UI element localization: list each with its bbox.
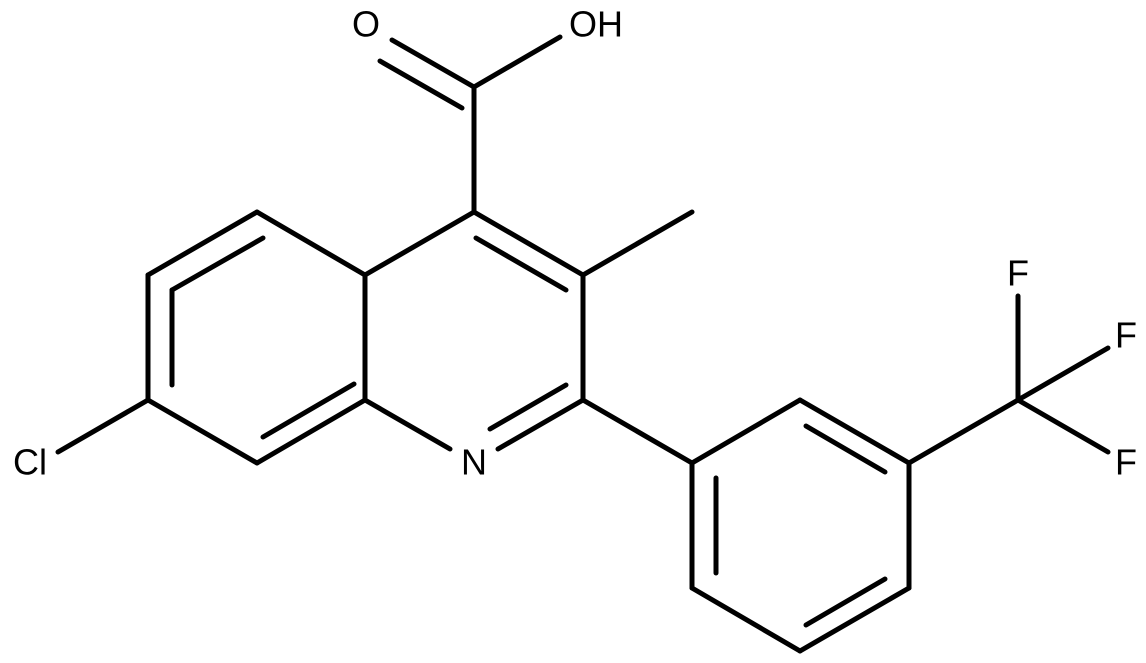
bond-c2-n1 [495, 397, 586, 452]
bond-carboxyl-oxygen [389, 37, 477, 90]
bond-ph5-ph6 [689, 585, 803, 654]
atom-label-layer: Cl N O OH F F F [13, 4, 1137, 483]
atom-fluorine-top: F [1007, 253, 1029, 294]
bond-c5-c6-inner [169, 235, 266, 293]
bond-carboxyl-hydroxyl [471, 34, 563, 90]
bond-c4-c3 [471, 209, 586, 278]
bond-c4a-c4 [362, 209, 477, 278]
bond-ph3-cf3 [906, 397, 1021, 466]
atom-nitrogen: N [461, 442, 487, 483]
bond-layer [55, 34, 1111, 654]
atom-hydroxyl: OH [569, 4, 623, 45]
bond-ph2-ph3 [797, 397, 912, 466]
atom-fluorine-middle: F [1115, 315, 1137, 356]
bond-cf3-f-middle [1015, 345, 1111, 403]
bond-ph4-ph5-inner [803, 576, 888, 628]
bond-cf3-f-bottom [1015, 397, 1111, 455]
bond-c2-n1-inner [487, 382, 569, 432]
bond-ph4-ph5 [797, 585, 912, 654]
bond-n1-c8a [362, 397, 453, 452]
bond-c4-c3-inner [473, 235, 569, 293]
bond-carboxyl-oxygen-second [377, 58, 465, 111]
bond-ph1-ph2 [689, 397, 803, 466]
bond-ph2-ph3-inner [803, 423, 888, 475]
atom-fluorine-bottom: F [1115, 442, 1137, 483]
bond-c4a-c5 [254, 209, 368, 278]
bond-c5-c6 [145, 209, 260, 278]
bond-c7-c8 [145, 397, 260, 466]
bond-c3-methyl [580, 209, 695, 278]
atom-carbonyl-oxygen: O [352, 4, 380, 45]
bond-c7-cl [55, 397, 151, 455]
bond-c2-phenyl [580, 397, 695, 466]
atom-chlorine: Cl [13, 442, 47, 483]
bond-c8-c8a [254, 397, 368, 466]
bond-c8-c8a-inner [260, 381, 357, 440]
